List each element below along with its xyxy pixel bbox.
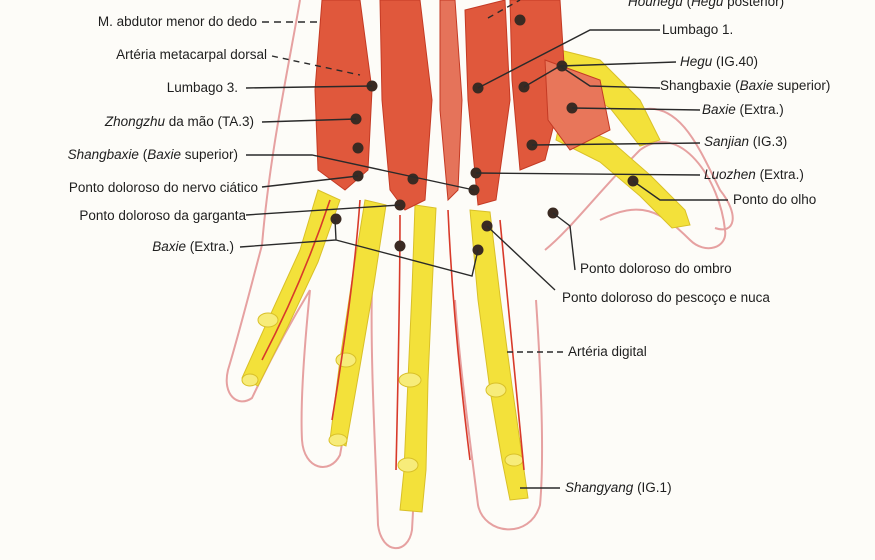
label-text-segment: (IG.1) bbox=[633, 480, 671, 495]
label-shangbaxie-right: Shangbaxie (Baxie superior) bbox=[660, 78, 830, 94]
acupuncture-point bbox=[353, 143, 364, 154]
label-text-segment: Shangyang bbox=[565, 480, 633, 495]
label-text-segment: Ponto doloroso do ombro bbox=[580, 261, 732, 276]
label-text-segment: M. abdutor menor do dedo bbox=[98, 14, 257, 29]
label-text-segment: Baxie bbox=[702, 102, 736, 117]
label-text-segment: Shangbaxie bbox=[660, 78, 731, 93]
label-text-segment: (IG.3) bbox=[749, 134, 787, 149]
label-text-segment: superior) bbox=[181, 147, 238, 162]
label-text-segment: Luozhen bbox=[704, 167, 756, 182]
acupuncture-point bbox=[408, 174, 419, 185]
label-ombro: Ponto doloroso do ombro bbox=[580, 261, 732, 277]
acupuncture-point bbox=[515, 15, 526, 26]
label-text-segment: Lumbago 1. bbox=[662, 22, 733, 37]
label-text-segment: Hegu bbox=[680, 54, 712, 69]
label-baxie-right: Baxie (Extra.) bbox=[702, 102, 784, 118]
label-text-segment: Baxie bbox=[740, 78, 774, 93]
label-baxie-left: Baxie (Extra.) bbox=[152, 239, 234, 255]
label-text-segment: Houhegu bbox=[628, 0, 683, 9]
label-text-segment: Hegu bbox=[691, 0, 723, 9]
label-lumbago3: Lumbago 3. bbox=[167, 80, 238, 96]
label-sanjian: Sanjian (IG.3) bbox=[704, 134, 787, 150]
label-text-segment: Ponto doloroso do nervo ciático bbox=[69, 180, 258, 195]
label-arteria-digital: Artéria digital bbox=[568, 344, 647, 360]
label-arteria-metacarpal: Artéria metacarpal dorsal bbox=[116, 47, 267, 63]
label-shangbaxie-left: Shangbaxie (Baxie superior) bbox=[68, 147, 238, 163]
label-abdutor: M. abdutor menor do dedo bbox=[98, 14, 257, 30]
label-text-segment: Sanjian bbox=[704, 134, 749, 149]
label-text-segment: (Extra.) bbox=[736, 102, 784, 117]
label-hegu: Hegu (IG.40) bbox=[680, 54, 758, 70]
acupuncture-point bbox=[395, 241, 406, 252]
label-houhegu: Houhegu (Hegu posterior) bbox=[628, 0, 784, 10]
label-text-segment: Artéria metacarpal dorsal bbox=[116, 47, 267, 62]
acupuncture-point bbox=[331, 214, 342, 225]
label-text-segment: ( bbox=[731, 78, 739, 93]
label-text-segment: Baxie bbox=[147, 147, 181, 162]
label-text-segment: superior) bbox=[773, 78, 830, 93]
label-text-segment: posterior) bbox=[723, 0, 784, 9]
label-zhongzhu: Zhongzhu da mão (TA.3) bbox=[105, 114, 254, 130]
label-text-segment: Baxie bbox=[152, 239, 186, 254]
label-text-segment: Shangbaxie bbox=[68, 147, 139, 162]
label-text-segment: Ponto doloroso do pescoço e nuca bbox=[562, 290, 770, 305]
label-text-segment: (Extra.) bbox=[756, 167, 804, 182]
label-text-segment: Ponto doloroso da garganta bbox=[79, 208, 246, 223]
label-text-segment: Zhongzhu bbox=[105, 114, 165, 129]
label-text-segment: (IG.40) bbox=[712, 54, 758, 69]
label-text-segment: Ponto do olho bbox=[733, 192, 816, 207]
label-text-segment: (Extra.) bbox=[186, 239, 234, 254]
label-text-segment: ( bbox=[139, 147, 147, 162]
label-garganta: Ponto doloroso da garganta bbox=[79, 208, 246, 224]
label-text-segment: ( bbox=[683, 0, 691, 9]
label-pescoco: Ponto doloroso do pescoço e nuca bbox=[562, 290, 770, 306]
label-olho: Ponto do olho bbox=[733, 192, 816, 208]
label-shangyang: Shangyang (IG.1) bbox=[565, 480, 672, 496]
label-luozhen: Luozhen (Extra.) bbox=[704, 167, 804, 183]
label-lumbago1: Lumbago 1. bbox=[662, 22, 733, 38]
label-text-segment: Lumbago 3. bbox=[167, 80, 238, 95]
label-text-segment: da mão (TA.3) bbox=[165, 114, 254, 129]
label-text-segment: Artéria digital bbox=[568, 344, 647, 359]
label-ciatico: Ponto doloroso do nervo ciático bbox=[69, 180, 258, 196]
